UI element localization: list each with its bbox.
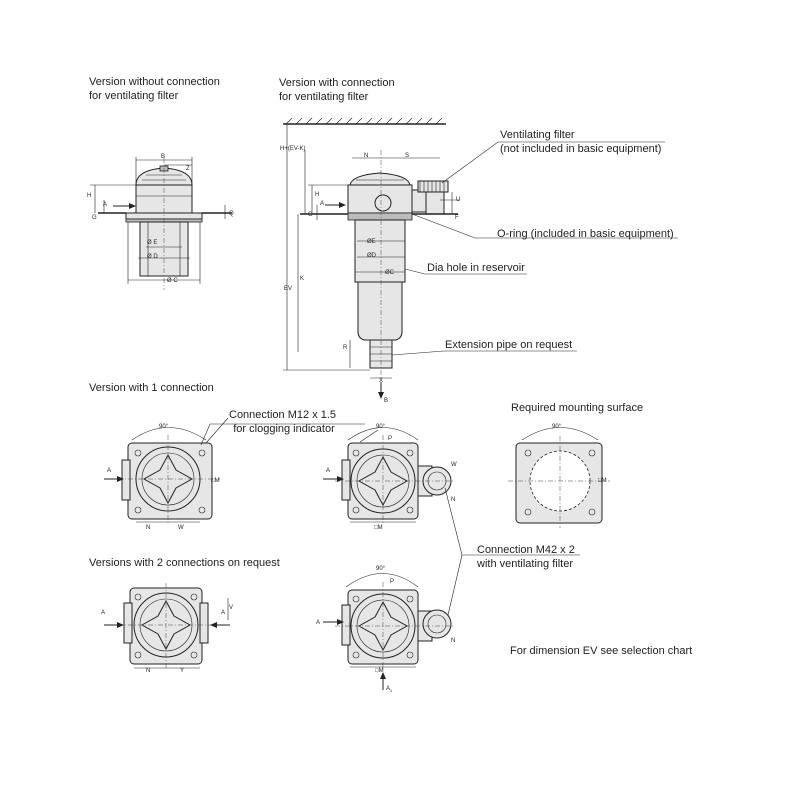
dim-w: W — [178, 525, 184, 531]
dim-v: V — [229, 605, 233, 611]
caption-line: with ventilating filter — [477, 558, 573, 570]
dim-90: 90° — [376, 566, 386, 572]
caption-line: Connection M12 x 1.5 — [229, 409, 337, 421]
dim-g: G — [308, 212, 313, 218]
top-view-with-vent-a1: 90° P A N □M A 1 — [316, 566, 455, 693]
caption-line: (not included in basic equipment) — [500, 143, 662, 155]
dim-m: □M — [375, 668, 384, 674]
dim-n: N — [146, 525, 150, 531]
top-view-2-connections: A A V N Y — [101, 583, 233, 674]
caption-line: Connection M42 x 2 — [477, 544, 575, 556]
dim-b: B — [161, 154, 165, 160]
caption-line: for ventilating filter — [89, 90, 179, 102]
caption-version-without-connection: Version without connection for ventilati… — [89, 75, 220, 103]
dim-a: A — [320, 201, 324, 207]
dim-r: R — [343, 345, 348, 351]
dim-od: Ø D — [147, 254, 158, 260]
dim-n: N — [451, 638, 455, 644]
dim-b: B — [384, 398, 388, 404]
dim-u: U — [456, 197, 460, 203]
dim-p: P — [390, 579, 394, 585]
dim-90: 90° — [552, 424, 562, 430]
dim-90: 90° — [159, 424, 169, 430]
caption-dimension-ev: For dimension EV see selection chart — [510, 645, 693, 657]
dim-a1-sub: 1 — [390, 688, 393, 693]
leader-m12 — [359, 429, 379, 443]
caption-line: for ventilating filter — [279, 91, 369, 103]
dim-a: A — [103, 202, 107, 208]
caption-required-mounting-surface: Required mounting surface — [511, 402, 644, 414]
dim-oe: Ø E — [147, 240, 157, 246]
dim-a1: A — [386, 686, 390, 692]
dim-h-ev-k: H+(EV-K) — [280, 146, 306, 152]
caption-version-with-connection: Version with connection for ventilating … — [279, 76, 395, 104]
caption-line: Version with connection — [279, 77, 395, 89]
dim-s: S — [405, 153, 409, 159]
dim-a: A — [326, 468, 330, 474]
dim-oc: ØC — [385, 270, 395, 276]
dim-ev: EV — [284, 286, 292, 292]
dim-m: □M — [211, 478, 220, 484]
dim-h: H — [315, 192, 319, 198]
top-view-1-connection: 90° A □M N W — [104, 417, 229, 531]
dim-oc: Ø C — [167, 278, 178, 284]
caption-line: Ventilating filter — [500, 129, 575, 141]
dim-k: K — [300, 276, 304, 282]
caption-connection-m42: Connection M42 x 2 with ventilating filt… — [477, 543, 575, 571]
dim-p: P — [388, 436, 392, 442]
dim-90: 90° — [376, 424, 386, 430]
caption-o-ring: O-ring (included in basic equipment) — [497, 228, 674, 240]
dim-g: G — [92, 215, 97, 221]
dim-m: □M — [374, 525, 383, 531]
dim-y: Y — [180, 668, 184, 674]
leader-m42-b — [447, 554, 463, 616]
caption-connection-m12: Connection M12 x 1.5 for clogging indica… — [229, 408, 336, 436]
dim-m: □M — [598, 478, 607, 484]
dim-n: N — [146, 668, 150, 674]
dim-a: A — [107, 468, 111, 474]
dim-f: F — [455, 215, 459, 221]
mounting-surface-view: 90° □M — [508, 424, 610, 528]
dim-a: A — [221, 610, 225, 616]
dim-x: X — [379, 378, 383, 384]
side-view-without-connection: B Z H A G Q Ø E Ø D Ø C — [87, 154, 234, 290]
caption-dia-hole: Dia hole in reservoir — [427, 262, 525, 274]
dim-w: W — [451, 462, 457, 468]
dim-h: H — [87, 193, 91, 199]
caption-versions-2-connections: Versions with 2 connections on request — [89, 557, 280, 569]
dim-q: Q — [229, 211, 234, 217]
caption-ventilating-filter: Ventilating filter (not included in basi… — [500, 128, 661, 156]
caption-extension-pipe: Extension pipe on request — [445, 339, 573, 351]
dim-od: ØD — [367, 253, 377, 259]
side-view-with-connection: H+(EV-K) N S H A G U F ØE ØD ØC K EV R X… — [280, 117, 678, 404]
top-view-1-connection-with-vent: 90° P A W N □M — [323, 424, 457, 531]
dim-n: N — [451, 497, 455, 503]
leader-m12-line — [200, 423, 365, 446]
dim-n: N — [364, 153, 368, 159]
caption-version-1-connection: Version with 1 connection — [89, 382, 214, 394]
dim-z: Z — [186, 166, 190, 172]
dim-oe: ØE — [367, 239, 376, 245]
caption-line: for clogging indicator — [233, 423, 335, 435]
dim-a: A — [101, 610, 105, 616]
dim-a: A — [316, 620, 320, 626]
caption-line: Version without connection — [89, 76, 220, 88]
